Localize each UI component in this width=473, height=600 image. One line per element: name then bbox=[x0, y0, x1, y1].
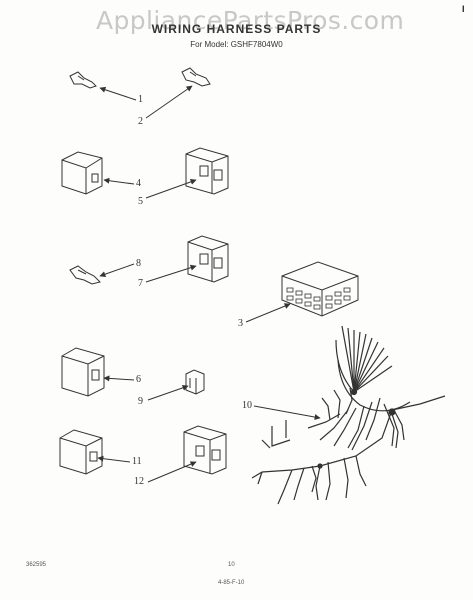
connector-block-part-3 bbox=[281, 261, 359, 317]
connector-part-4 bbox=[61, 151, 103, 195]
diagram-subtitle: For Model: GSHF7804W0 bbox=[190, 40, 283, 49]
callout-9: 9 bbox=[138, 396, 143, 407]
wiring-harness-part-10 bbox=[251, 325, 446, 505]
callout-6: 6 bbox=[136, 374, 141, 385]
callout-2: 2 bbox=[138, 116, 143, 127]
callout-7: 7 bbox=[138, 278, 143, 289]
callout-1: 1 bbox=[138, 94, 143, 105]
footer-page-number: 10 bbox=[228, 562, 235, 568]
terminal-part-1 bbox=[69, 71, 97, 89]
connector-part-6 bbox=[61, 347, 105, 397]
diagram-title: WIRING HARNESS PARTS bbox=[151, 22, 322, 36]
watermark: AppliancePartsPros.com bbox=[96, 6, 405, 35]
connector-part-12 bbox=[183, 425, 227, 475]
corner-mark: I bbox=[462, 4, 465, 14]
callout-12: 12 bbox=[134, 476, 144, 487]
footer-bottom-code: 4-85-F-10 bbox=[218, 580, 245, 586]
terminal-part-2 bbox=[181, 67, 211, 87]
connector-part-5 bbox=[185, 147, 229, 195]
connector-part-11 bbox=[59, 429, 103, 475]
terminal-part-8 bbox=[69, 265, 101, 285]
callout-leader-lines bbox=[97, 85, 321, 483]
callout-3: 3 bbox=[238, 318, 243, 329]
footer-left-code: 362595 bbox=[26, 562, 47, 568]
plug-part-9 bbox=[185, 369, 205, 395]
connector-part-7 bbox=[187, 235, 229, 283]
callout-4: 4 bbox=[136, 178, 141, 189]
callout-10: 10 bbox=[242, 400, 252, 411]
callout-5: 5 bbox=[138, 196, 143, 207]
callout-8: 8 bbox=[136, 258, 141, 269]
callout-11: 11 bbox=[132, 456, 142, 467]
